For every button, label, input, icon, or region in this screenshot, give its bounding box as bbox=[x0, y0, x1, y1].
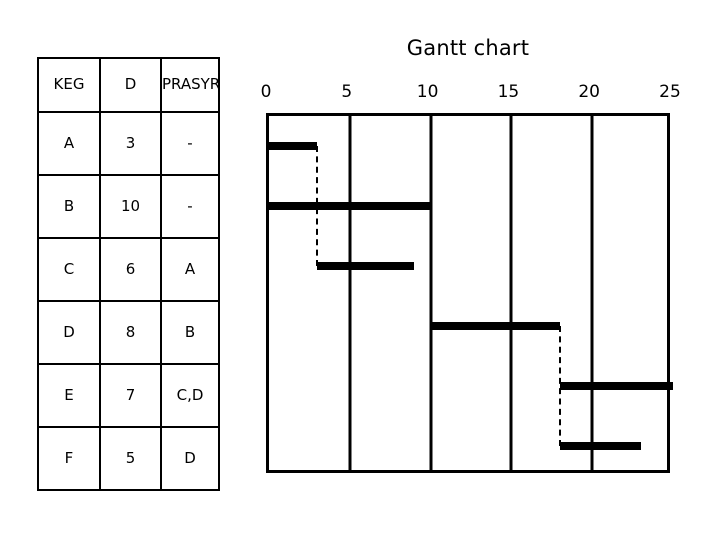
header-activity: KEG bbox=[37, 57, 101, 113]
x-axis-tick-labels: 0 5 10 15 20 25 bbox=[261, 82, 681, 106]
activity-cell: A bbox=[37, 111, 101, 176]
gantt-bar bbox=[559, 442, 641, 450]
gantt-bar bbox=[559, 382, 673, 390]
duration-cell: 8 bbox=[99, 300, 162, 365]
gantt-bar bbox=[269, 142, 318, 150]
predecessor-cell: A bbox=[160, 237, 220, 302]
x-axis-tick-label: 5 bbox=[341, 82, 353, 102]
x-axis-tick-label: 25 bbox=[659, 82, 681, 102]
header-duration: D bbox=[99, 57, 162, 113]
activity-cell: C bbox=[37, 237, 101, 302]
duration-cell: 10 bbox=[99, 174, 162, 239]
duration-cell: 5 bbox=[99, 426, 162, 491]
table-header-row: KEG D PRASYR bbox=[37, 57, 220, 113]
x-axis-tick-label: 10 bbox=[416, 82, 439, 102]
predecessor-cell: C,D bbox=[160, 363, 220, 428]
duration-cell: 3 bbox=[99, 111, 162, 176]
predecessor-cell: D bbox=[160, 426, 220, 491]
activity-cell: F bbox=[37, 426, 101, 491]
predecessor-cell: B bbox=[160, 300, 220, 365]
predecessor-cell: - bbox=[160, 111, 220, 176]
duration-cell: 6 bbox=[99, 237, 162, 302]
x-axis-tick-label: 20 bbox=[578, 82, 601, 102]
header-predecessor: PRASYR bbox=[160, 57, 220, 113]
chart-gridline bbox=[429, 113, 433, 473]
chart-gridline bbox=[590, 113, 594, 473]
activity-cell: D bbox=[37, 300, 101, 365]
page-title: Gantt chart bbox=[406, 36, 530, 60]
gantt-bar bbox=[269, 202, 431, 210]
activity-cell: E bbox=[37, 363, 101, 428]
chart-gridline bbox=[509, 113, 513, 473]
predecessor-cell: - bbox=[160, 174, 220, 239]
gantt-chart-plot bbox=[266, 113, 673, 473]
gantt-bar bbox=[430, 322, 560, 330]
duration-cell: 7 bbox=[99, 363, 162, 428]
gantt-bar bbox=[317, 262, 415, 270]
activity-cell: B bbox=[37, 174, 101, 239]
x-axis-tick-label: 15 bbox=[497, 82, 520, 102]
chart-gridline bbox=[348, 113, 352, 473]
x-axis-tick-label: 0 bbox=[260, 82, 272, 102]
